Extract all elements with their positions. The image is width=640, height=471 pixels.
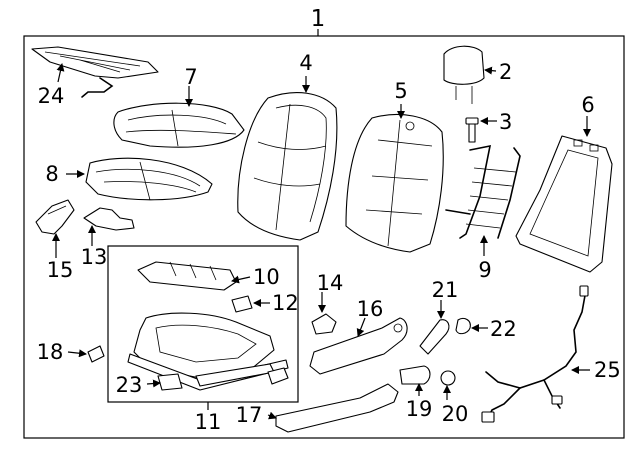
part-22-cover-cap [455, 317, 471, 335]
callout-4: 4 [299, 51, 312, 75]
callout-23: 23 [116, 373, 143, 397]
part-9-spring-grid [445, 144, 521, 239]
part-15-side-bracket [35, 199, 75, 235]
part-10-adjuster [137, 261, 237, 291]
callout-22: 22 [490, 317, 517, 341]
callout-11: 11 [195, 410, 222, 434]
part-11-adjuster-base [127, 312, 289, 391]
part-20-knob [440, 370, 456, 386]
assembly-label: 1 [311, 6, 326, 32]
part-14-bracket [311, 313, 337, 335]
part-21-recliner-handle [419, 319, 450, 355]
part-25-wire-harness [481, 285, 589, 423]
part-16-side-shield [309, 317, 408, 375]
callout-15: 15 [47, 258, 74, 282]
part-5-back-pad [345, 113, 444, 253]
callout-24: 24 [38, 84, 65, 108]
callout-13: 13 [81, 245, 108, 269]
callout-2: 2 [499, 60, 512, 84]
assembly-frame [23, 35, 625, 439]
part-13-bracket [83, 207, 135, 231]
callout-6: 6 [581, 93, 594, 117]
part-8-cushion-pad [85, 157, 213, 201]
adjuster-connector [267, 367, 289, 385]
callout-12: 12 [272, 291, 299, 315]
callout-20: 20 [442, 402, 469, 426]
callout-19: 19 [406, 397, 433, 421]
callout-16: 16 [357, 297, 384, 321]
leader-lines [52, 63, 591, 420]
callout-25: 25 [594, 358, 621, 382]
part-18-cap [87, 345, 105, 363]
part-17-outer-shield [275, 383, 399, 433]
part-12-motor [231, 295, 253, 313]
callout-9: 9 [478, 258, 491, 282]
adjuster-group-frame [107, 245, 299, 403]
callout-18: 18 [37, 340, 64, 364]
callout-5: 5 [394, 79, 407, 103]
part-2-headrest [443, 45, 485, 104]
part-19-switch [399, 365, 431, 385]
part-23-clip [157, 373, 183, 391]
part-3-guide [465, 117, 479, 143]
part-6-back-frame [515, 135, 613, 273]
callout-14: 14 [317, 271, 344, 295]
callout-3: 3 [499, 110, 512, 134]
callout-8: 8 [45, 162, 58, 186]
part-4-back-cover [237, 92, 338, 241]
callout-17: 17 [236, 403, 263, 427]
callout-10: 10 [253, 265, 280, 289]
part-7-cushion-cover [113, 102, 245, 148]
callout-7: 7 [184, 65, 197, 89]
callout-labels: 2 3 4 5 6 7 8 9 10 11 12 13 14 15 16 17 … [37, 51, 621, 434]
callout-21: 21 [432, 278, 459, 302]
